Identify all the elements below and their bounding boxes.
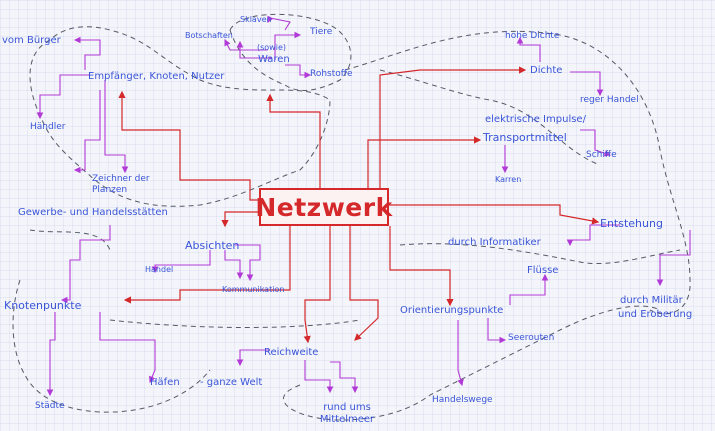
node-haendler: Händler — [30, 122, 66, 132]
node-fluesse: Flüsse — [527, 265, 559, 276]
node-gewerbe: Gewerbe- und Handelsstätten — [18, 207, 168, 218]
node-elektrische-impulse: elektrische Impulse/ — [485, 114, 586, 125]
node-haefen: Häfen — [150, 377, 180, 388]
node-rohstoffe: Rohstoffe — [310, 69, 353, 79]
node-absichten: Absichten — [185, 239, 240, 252]
node-waren-prefix: (sowie) — [257, 43, 286, 52]
node-rund-ums-mittelmeer: rund ums Mittelmeer — [319, 402, 375, 425]
node-reichweite: Reichweite — [264, 347, 319, 358]
red-connectors — [118, 66, 600, 344]
node-durch-militaer-line2: und Eroberung — [618, 309, 693, 320]
node-seerouten: Seerouten — [508, 333, 555, 343]
node-tiere: Tiere — [310, 27, 333, 37]
node-knotenpunkte: Knotenpunkte — [4, 299, 82, 312]
node-kommunikation: Kommunikation — [222, 285, 285, 294]
node-schiffe: Schiffe — [586, 150, 617, 160]
node-reger-handel: reger Handel — [580, 95, 639, 105]
node-karren: Karren — [495, 175, 522, 184]
node-vom-buerger: vom Bürger — [2, 35, 61, 46]
node-durch-informatiker: durch Informatiker — [448, 237, 541, 248]
node-handelswege: Handelswege — [432, 395, 493, 405]
node-transportmittel: Transportmittel — [483, 131, 567, 144]
center-node-netzwerk: Netzwerk — [255, 188, 392, 226]
node-waren: Waren — [258, 54, 290, 65]
node-botschaften: Botschaften — [185, 31, 233, 40]
purple-connectors — [36, 15, 691, 397]
node-sklaven: Sklaven — [240, 15, 272, 24]
node-durch-militaer-line1: durch Militär — [620, 295, 683, 306]
node-zeichner: Zeichner der Planzen — [92, 174, 150, 195]
node-handel: Handel — [145, 265, 174, 274]
node-hohe-dichte: hohe Dichte — [505, 31, 560, 41]
dashed-group-outlines — [12, 13, 691, 421]
node-dichte: Dichte — [530, 65, 563, 76]
node-staedte: Städte — [35, 401, 65, 411]
node-orientierungspunkte: Orientierungspunkte — [400, 305, 504, 316]
node-ganze-welt: - ganze Welt — [200, 377, 263, 388]
node-entstehung: Entstehung — [600, 217, 663, 230]
node-empfaenger: Empfänger, Knoten, Nutzer — [88, 71, 225, 82]
